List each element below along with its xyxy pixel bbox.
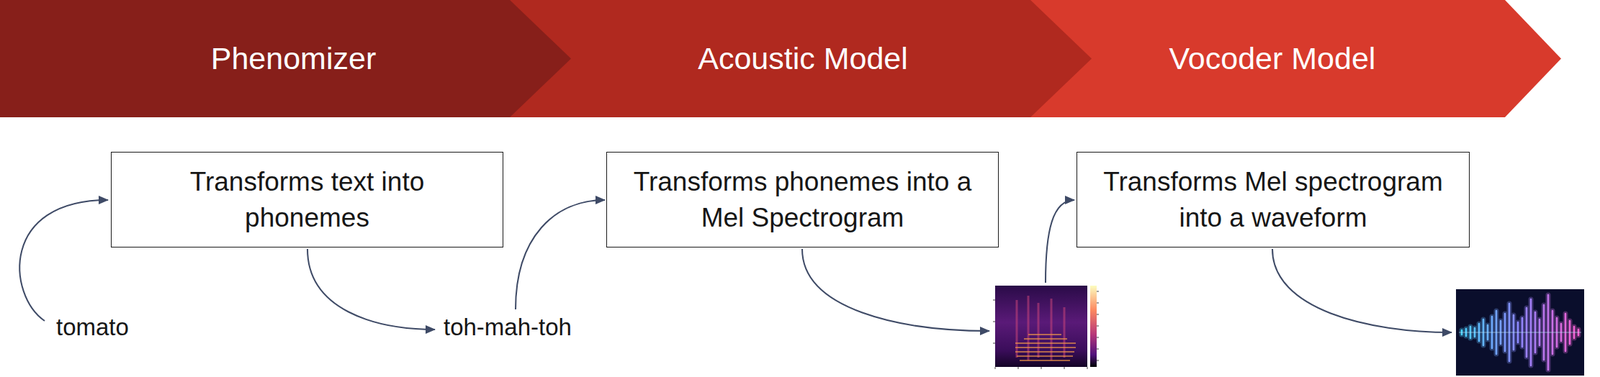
leader-arrow [307, 249, 435, 330]
chevron-fill [509, 0, 1092, 118]
label-holder: toh-mah-toh [443, 313, 572, 343]
process-box: Transforms text into phonemes [110, 151, 504, 248]
leader-arrow [19, 200, 109, 322]
waveform-axis [1458, 332, 1582, 334]
process-box: Transforms Mel spectrogram into a wavefo… [1076, 151, 1470, 248]
io-label: toh-mah-toh [443, 313, 572, 343]
leader-arrow [1045, 200, 1075, 283]
waveform-image [1455, 289, 1585, 376]
process-box: Transforms phonemes into a Mel Spectrogr… [606, 151, 999, 248]
stage-band: Acoustic Model [509, 0, 1092, 118]
stage-title: Acoustic Model [568, 41, 1037, 77]
label-holder: tomato [56, 313, 129, 343]
leader-arrow [802, 249, 990, 332]
spectrogram-energy [1016, 295, 1065, 361]
stage-title: Vocoder Model [1073, 41, 1472, 77]
stage-title: Phenomizer [61, 41, 526, 77]
box-text: Transforms Mel spectrogram into a wavefo… [1093, 164, 1454, 237]
io-label: tomato [56, 313, 129, 343]
stage-band: Phenomizer [0, 0, 572, 118]
leader-arrow [515, 200, 605, 310]
spectrogram-harmonics [1015, 334, 1076, 361]
spectrogram-plot [995, 285, 1088, 368]
chevron-fill [1030, 0, 1562, 118]
spectrogram-image [992, 285, 1099, 370]
stage-band: Vocoder Model [1030, 0, 1562, 118]
waveform-ground [1455, 289, 1585, 376]
leader-arrow [1272, 249, 1452, 333]
chevron-fill [0, 0, 572, 118]
box-text: Transforms text into phonemes [170, 164, 445, 237]
spectrogram-colorbar [1090, 285, 1097, 368]
box-text: Transforms phonemes into a Mel Spectrogr… [626, 164, 980, 237]
spectrogram-ticks [992, 291, 1099, 370]
